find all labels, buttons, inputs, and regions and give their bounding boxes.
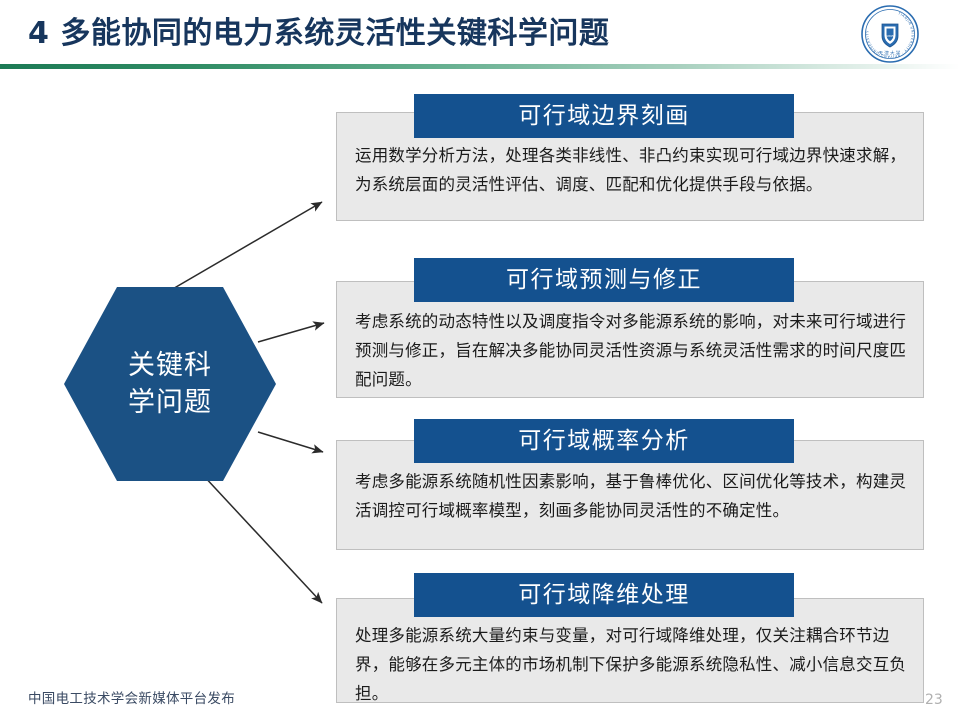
card-heading-feasible-region-prediction[interactable]: 可行域预测与修正 xyxy=(414,258,794,302)
card-body-text: 考虑系统的动态特性以及调度指令对多能源系统的影响，对未来可行域进行预测与修正，旨… xyxy=(355,312,907,389)
card-heading-feasible-region-boundary[interactable]: 可行域边界刻画 xyxy=(414,94,794,138)
arrow-to-card-4 xyxy=(201,473,323,604)
card-heading-feasible-region-reduction[interactable]: 可行域降维处理 xyxy=(414,573,794,617)
university-seal-logo: TIANJIN UNIVERSITY · PEIYANG UNIVERSITY … xyxy=(860,4,920,64)
card-body-text: 处理多能源系统大量约束与变量，对可行域降维处理，仅关注耦合环节边界，能够在多元主… xyxy=(355,626,907,703)
title-divider-rule xyxy=(0,64,960,69)
card-body-text: 考虑多能源系统随机性因素影响，基于鲁棒优化、区间优化等技术，构建灵活调控可行域概… xyxy=(355,472,907,520)
card-body-text: 运用数学分析方法，处理各类非线性、非凸约束实现可行域边界快速求解，为系统层面的灵… xyxy=(355,146,907,194)
svg-text:1895: 1895 xyxy=(886,34,894,38)
svg-text:天津大学: 天津大学 xyxy=(878,50,901,57)
page-title: 4 多能协同的电力系统灵活性关键科学问题 xyxy=(28,16,610,51)
footer-note: 中国电工技术学会新媒体平台发布 xyxy=(28,691,235,707)
card-heading-feasible-region-probability[interactable]: 可行域概率分析 xyxy=(414,419,794,463)
page-number: 23 xyxy=(925,692,943,708)
key-scientific-questions-hexagon[interactable] xyxy=(63,286,277,482)
